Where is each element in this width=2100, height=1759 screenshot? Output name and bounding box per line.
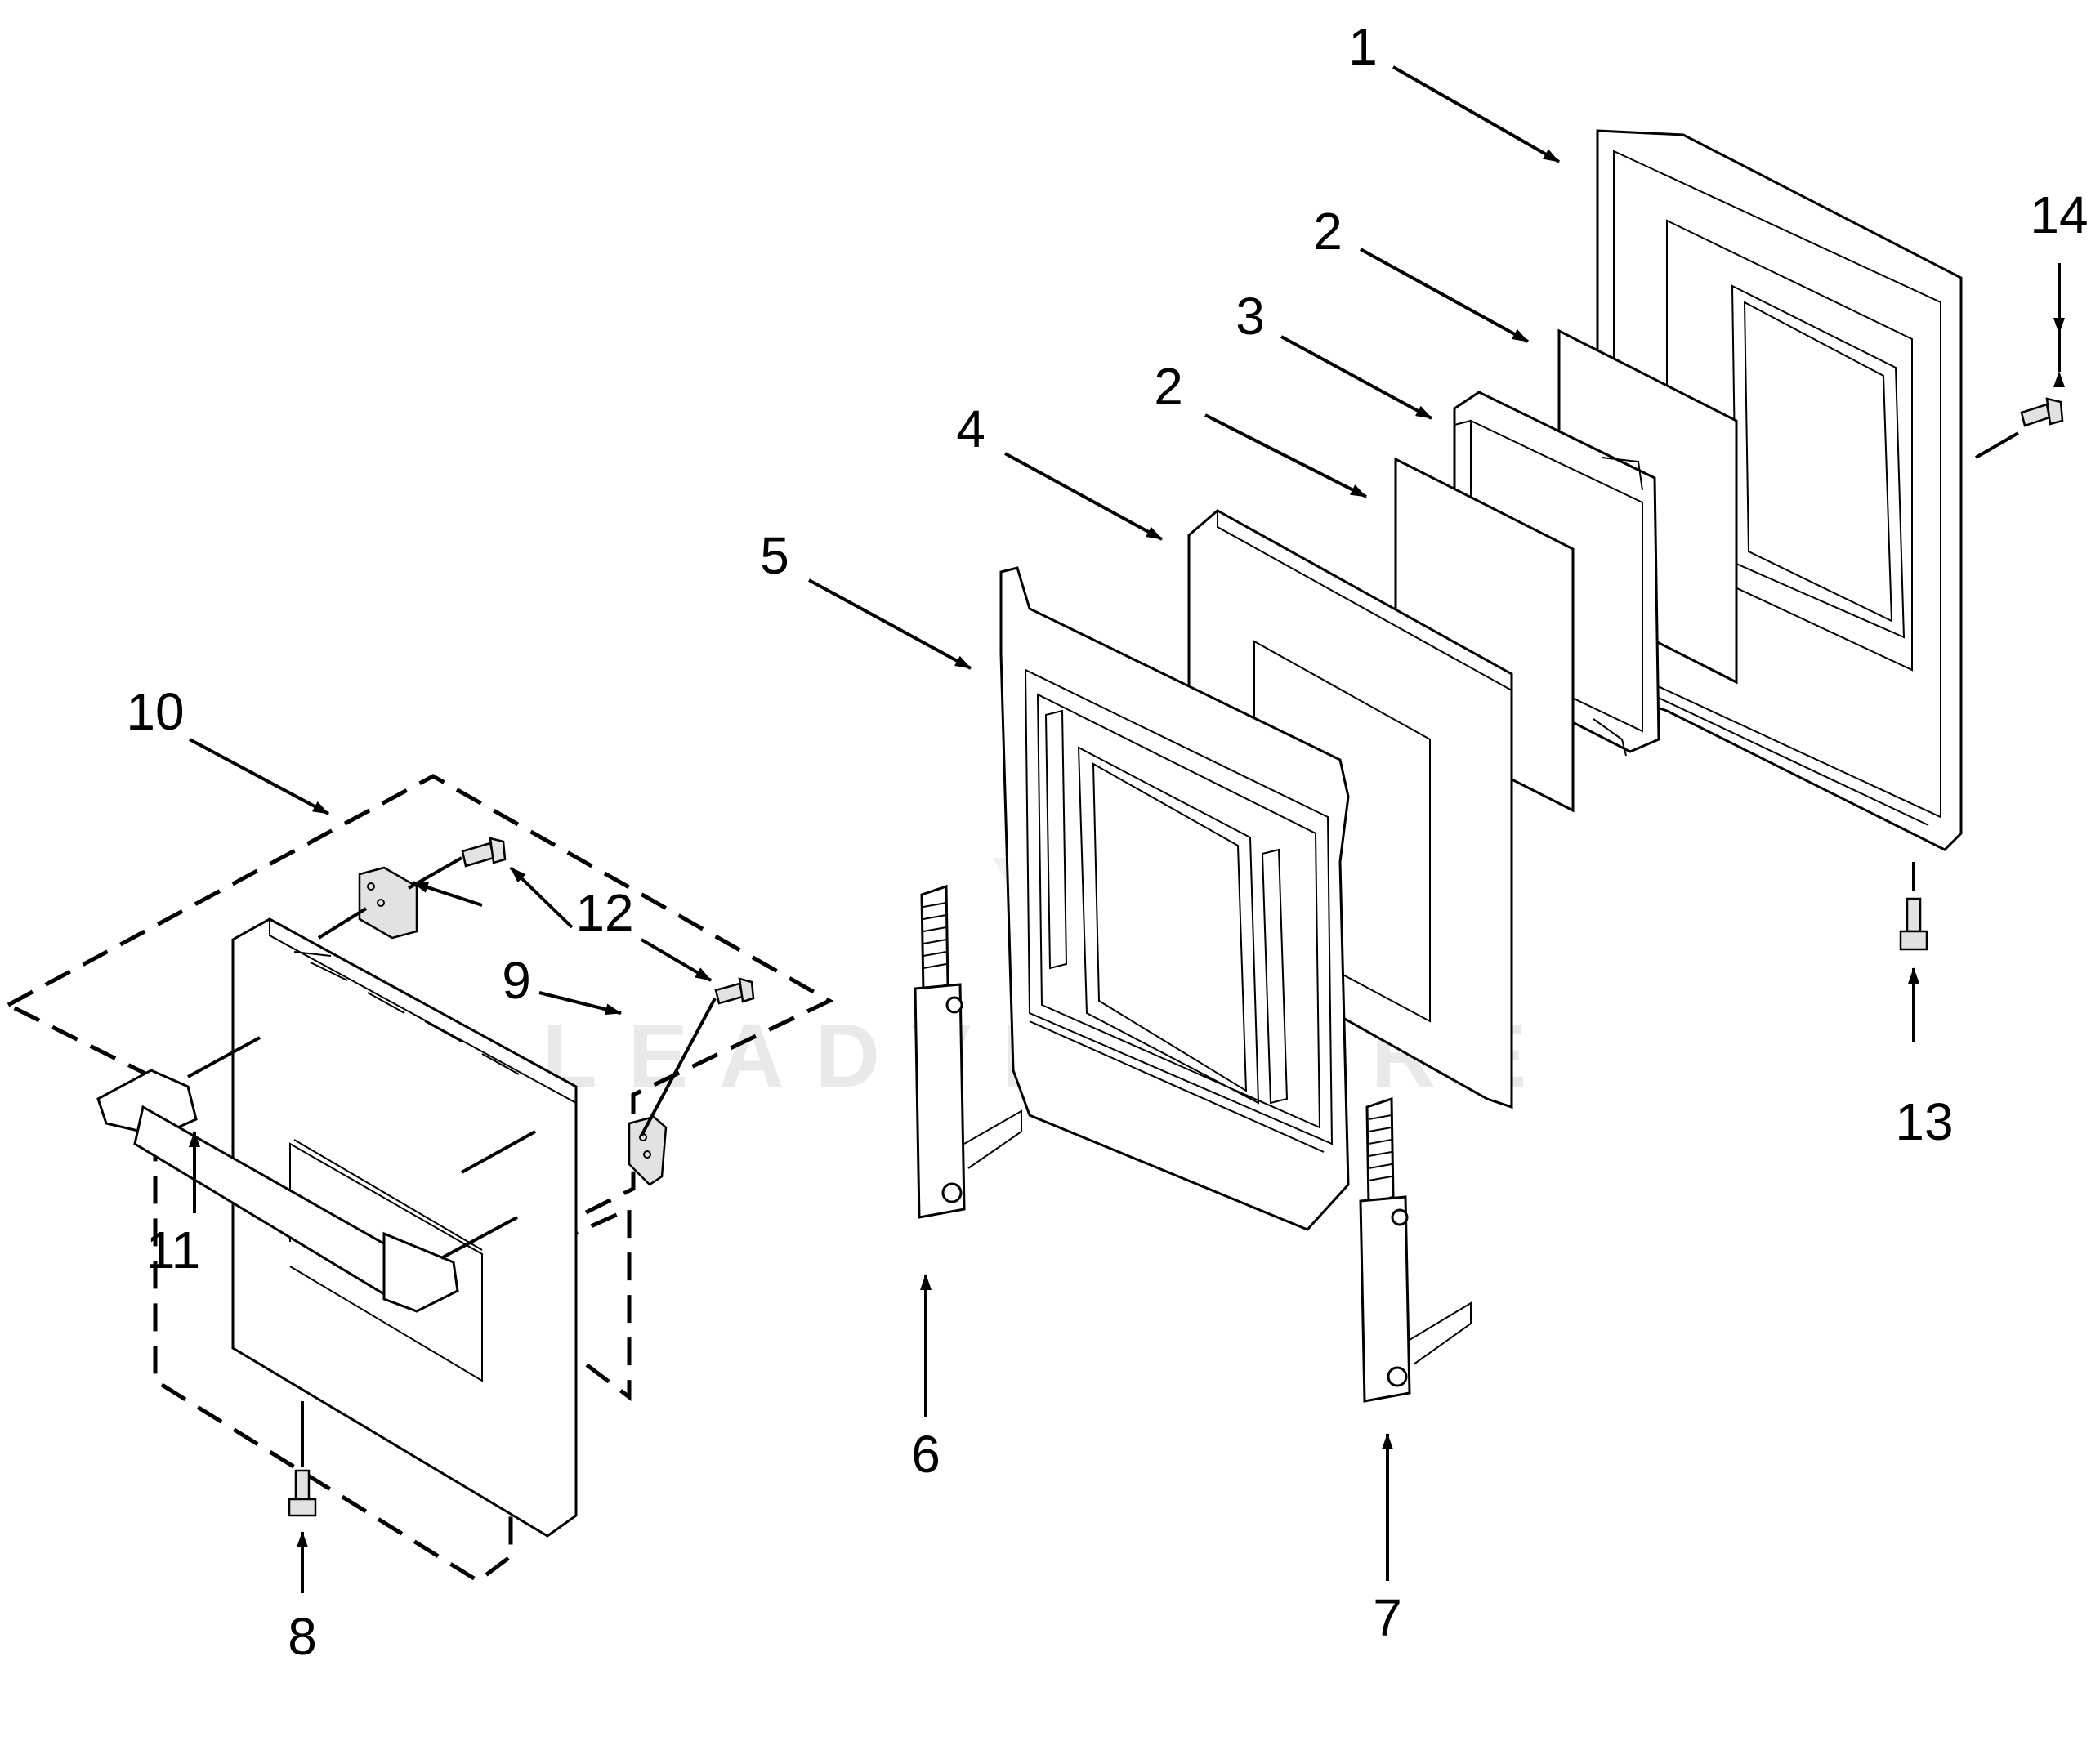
callout-12: 12 bbox=[575, 883, 633, 942]
callout-7: 7 bbox=[1373, 1588, 1402, 1647]
leader-lines bbox=[187, 65, 2065, 1593]
part-1-outer-door-panel bbox=[1596, 129, 1963, 851]
part-12-screw-bottom bbox=[714, 977, 755, 1005]
callout-11: 11 bbox=[146, 1221, 200, 1279]
callout-9: 9 bbox=[502, 951, 531, 1010]
part-6-hinge-left bbox=[914, 884, 1022, 1219]
part-8-screw bbox=[288, 1469, 317, 1517]
part-7-hinge-right bbox=[1359, 1096, 1472, 1403]
callout-3: 3 bbox=[1235, 287, 1265, 346]
callout-6: 6 bbox=[911, 1425, 941, 1484]
callout-5: 5 bbox=[760, 526, 789, 585]
part-14-screw bbox=[2020, 397, 2064, 427]
callout-10: 10 bbox=[126, 682, 184, 741]
callout-8: 8 bbox=[288, 1607, 317, 1666]
callout-2-lower: 2 bbox=[1154, 357, 1183, 416]
callout-13: 13 bbox=[1895, 1092, 1953, 1151]
part-13-screw bbox=[1899, 897, 1928, 951]
callout-2-upper: 2 bbox=[1313, 202, 1343, 261]
callout-14: 14 bbox=[2030, 185, 2088, 244]
part-10-assembly-boundary bbox=[3, 774, 834, 1584]
part-5-inner-door-liner bbox=[999, 566, 1350, 1231]
part-9-bracket-bottom bbox=[628, 1115, 668, 1186]
callout-labels: 1 2 3 2 4 5 6 7 8 9 10 11 12 13 14 bbox=[126, 17, 2088, 1666]
part-12-screw-top bbox=[461, 837, 507, 868]
callout-4: 4 bbox=[956, 400, 985, 458]
part-11-handle bbox=[96, 1069, 459, 1313]
part-10-door-front bbox=[231, 917, 578, 1538]
part-9-bracket-top bbox=[358, 866, 418, 940]
callout-1: 1 bbox=[1348, 17, 1378, 76]
